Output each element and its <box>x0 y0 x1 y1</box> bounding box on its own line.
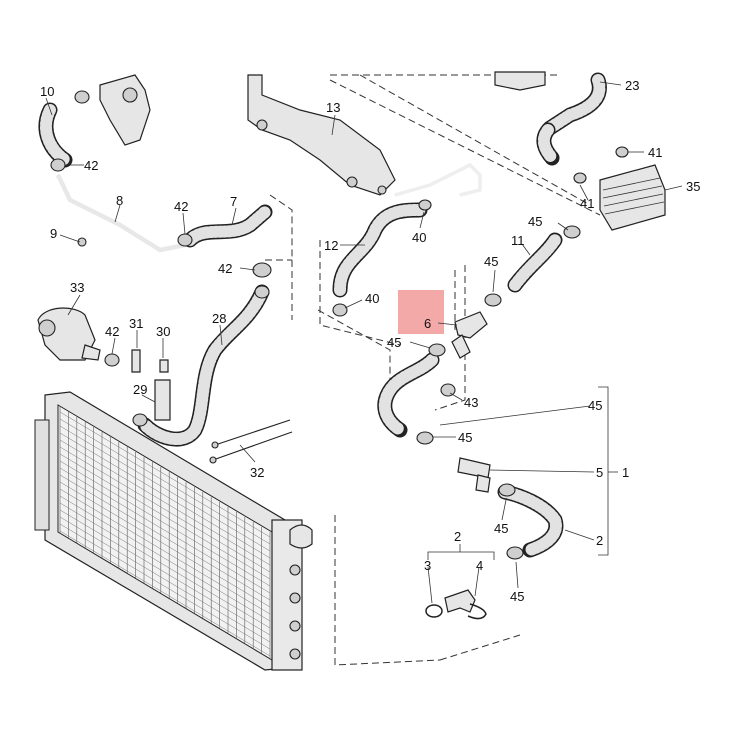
radiator-tube-line <box>59 488 271 615</box>
highlight-box <box>398 290 444 334</box>
radiator-tube-line <box>59 502 271 629</box>
radiator-tube-line <box>59 411 271 538</box>
radiator-tube-line <box>59 418 271 545</box>
leader-lines <box>45 81 683 604</box>
label-1: 1 <box>622 465 629 480</box>
radiator <box>34 391 313 671</box>
label-42: 42 <box>105 324 119 339</box>
radiator-fins <box>59 407 271 658</box>
label-9: 9 <box>50 226 57 241</box>
hoses <box>38 72 607 558</box>
label-33: 33 <box>70 280 84 295</box>
label-30: 30 <box>156 324 170 339</box>
label-8: 8 <box>116 193 123 208</box>
label-45: 45 <box>510 589 524 604</box>
label-42: 42 <box>84 158 98 173</box>
label-2: 2 <box>596 533 603 548</box>
label-11: 11 <box>511 233 525 248</box>
label-29: 29 <box>133 382 147 397</box>
label-42: 42 <box>218 261 232 276</box>
label-41: 41 <box>648 145 662 160</box>
part-numbers: 10 42 8 9 42 7 42 28 33 42 31 30 29 32 1… <box>40 78 700 604</box>
label-28: 28 <box>212 311 226 326</box>
label-32: 32 <box>250 465 264 480</box>
label-3: 3 <box>424 558 431 573</box>
label-45: 45 <box>484 254 498 269</box>
label-23: 23 <box>625 78 639 93</box>
label-10: 10 <box>40 84 54 99</box>
label-12: 12 <box>324 238 338 253</box>
label-42: 42 <box>174 199 188 214</box>
label-41: 41 <box>580 196 594 211</box>
radiator-tube-line <box>59 460 271 587</box>
radiator-tube-line <box>59 453 271 580</box>
label-13: 13 <box>326 100 340 115</box>
radiator-tube-line <box>59 523 271 650</box>
radiator-tube-line <box>59 467 271 594</box>
label-45: 45 <box>528 214 542 229</box>
label-6: 6 <box>424 316 431 331</box>
radiator-tube-line <box>59 530 271 657</box>
label-5: 5 <box>596 465 603 480</box>
hose-clamps <box>50 90 629 560</box>
radiator-tube-line <box>59 425 271 552</box>
label-45: 45 <box>458 430 472 445</box>
radiator-tube-line <box>59 509 271 636</box>
label-2: 2 <box>454 529 461 544</box>
parts <box>37 71 666 620</box>
label-31: 31 <box>129 316 143 331</box>
radiator-tube-line <box>59 495 271 622</box>
dashed-group-lines <box>265 74 601 666</box>
label-35: 35 <box>686 179 700 194</box>
label-40: 40 <box>365 291 379 306</box>
label-45: 45 <box>588 398 602 413</box>
radiator-tube-line <box>59 481 271 608</box>
label-43: 43 <box>464 395 478 410</box>
radiator-tube-line <box>59 432 271 559</box>
label-7: 7 <box>230 194 237 209</box>
radiator-tube-line <box>59 474 271 601</box>
radiator-tube-line <box>59 446 271 573</box>
label-45: 45 <box>387 335 401 350</box>
radiator-tube-line <box>59 439 271 566</box>
label-45: 45 <box>494 521 508 536</box>
radiator-tube-line <box>59 516 271 643</box>
label-4: 4 <box>476 558 483 573</box>
label-40: 40 <box>412 230 426 245</box>
